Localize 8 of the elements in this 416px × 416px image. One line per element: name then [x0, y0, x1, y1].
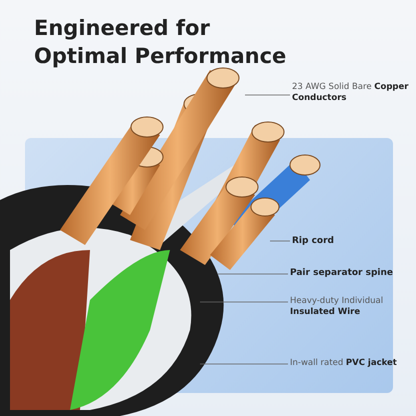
leader-line	[270, 240, 290, 242]
callout-label: 23 AWG Solid Bare Copper Conductors	[292, 82, 412, 104]
callout-label: Rip cord	[292, 236, 412, 247]
callout-label: Pair separator spine	[290, 268, 410, 279]
leader-line	[244, 94, 290, 96]
callout-label: Heavy-duty Individual Insulated Wire	[290, 296, 410, 318]
callout-label: In-wall rated PVC jacket	[290, 358, 410, 369]
heading: Engineered for Optimal Performance	[34, 15, 288, 70]
